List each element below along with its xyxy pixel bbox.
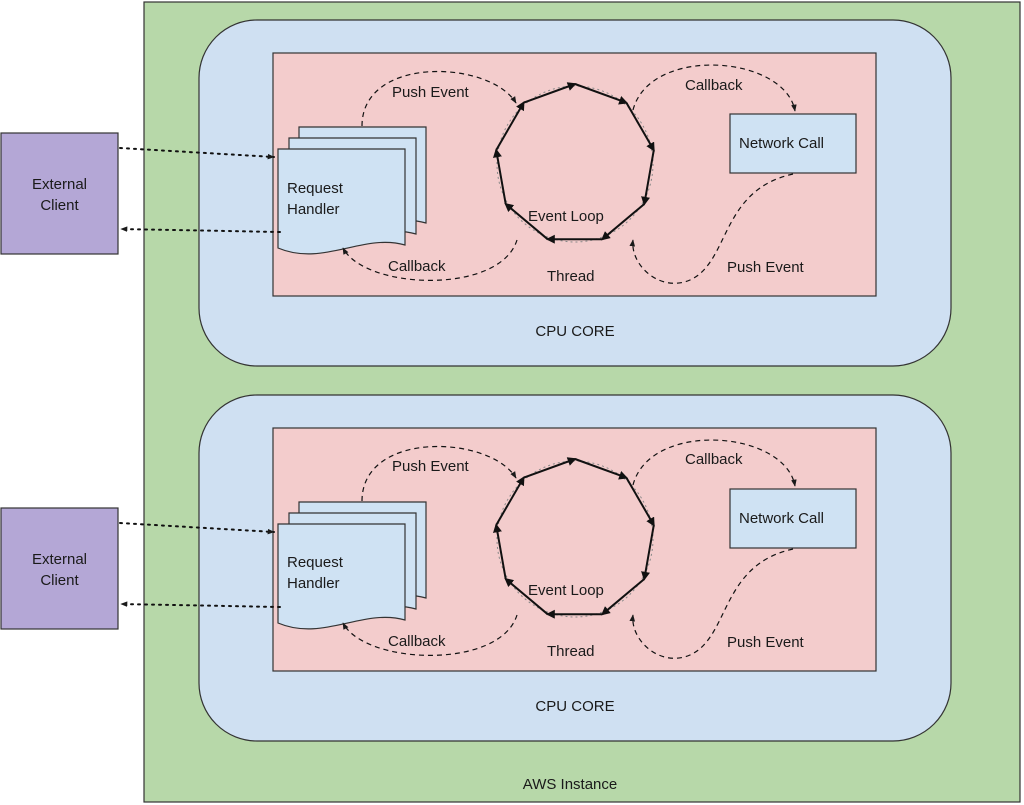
request-handler-label-line2: Handler bbox=[287, 201, 340, 218]
network-call-box bbox=[729, 113, 857, 174]
event-loop-arrow bbox=[574, 458, 629, 480]
event-loop-arrow bbox=[523, 457, 577, 479]
callback-arrow bbox=[342, 239, 518, 281]
request-handler-label-line2: Handler bbox=[287, 575, 340, 592]
thread-label: Thread bbox=[547, 268, 595, 285]
request-handler-label: Request Handler bbox=[287, 178, 343, 220]
external-client-label-line2: Client bbox=[40, 572, 79, 589]
callback-arrow bbox=[632, 439, 797, 487]
aws-instance-label: AWS Instance bbox=[522, 776, 618, 793]
push-event-label: Push Event bbox=[727, 259, 804, 276]
cpu-core-label: CPU CORE bbox=[535, 323, 615, 340]
request-arrow bbox=[119, 147, 275, 160]
request-arrow bbox=[119, 522, 275, 535]
event-loop-arrow bbox=[495, 476, 525, 526]
request-handler-label-line1: Request bbox=[287, 180, 343, 197]
response-arrow bbox=[120, 601, 281, 608]
external-client-box-1 bbox=[0, 132, 119, 255]
push-event-label: Push Event bbox=[392, 84, 469, 101]
callback-label: Callback bbox=[388, 258, 446, 275]
network-call-label: Network Call bbox=[739, 135, 825, 152]
external-client-label-line2: Client bbox=[40, 197, 79, 214]
request-handler-label: Request Handler bbox=[287, 552, 343, 594]
event-loop-arrow bbox=[493, 148, 507, 205]
event-loop-arrow bbox=[625, 477, 655, 527]
push-event-arrow bbox=[361, 445, 517, 502]
event-loop-arrow bbox=[601, 203, 645, 241]
request-handler-label-line1: Request bbox=[287, 554, 343, 571]
event-loop-arrow bbox=[574, 83, 629, 105]
event-loop-label: Event Loop bbox=[528, 582, 604, 599]
event-loop-arrow bbox=[495, 101, 525, 151]
external-client-label-line1: External bbox=[31, 551, 88, 568]
event-loop-label: Event Loop bbox=[528, 208, 604, 225]
event-loop-arrow bbox=[641, 149, 655, 206]
network-call-box bbox=[729, 488, 857, 549]
external-client-label-2: External Client bbox=[1, 549, 118, 591]
event-loop-arrow bbox=[523, 82, 577, 104]
event-loop-arrow bbox=[625, 102, 655, 152]
cpu-core-label: CPU CORE bbox=[535, 698, 615, 715]
external-client-label-line1: External bbox=[31, 176, 88, 193]
push-event-label: Push Event bbox=[727, 634, 804, 651]
event-loop-arrow bbox=[601, 578, 645, 616]
callback-label: Callback bbox=[685, 77, 743, 94]
event-loop-arrow bbox=[641, 524, 655, 581]
push-event-arrow bbox=[629, 548, 794, 659]
event-loop-arrow bbox=[493, 523, 507, 580]
push-event-label: Push Event bbox=[392, 458, 469, 475]
callback-arrow bbox=[632, 64, 797, 112]
event-loop-arrow bbox=[504, 577, 549, 615]
callback-label: Callback bbox=[685, 451, 743, 468]
push-event-arrow bbox=[629, 173, 794, 284]
event-loop-arrow bbox=[504, 202, 549, 240]
push-event-arrow bbox=[361, 70, 517, 127]
external-client-label-1: External Client bbox=[1, 174, 118, 216]
callback-arrow bbox=[342, 614, 518, 656]
thread-label: Thread bbox=[547, 643, 595, 660]
network-call-label: Network Call bbox=[739, 510, 825, 527]
callback-label: Callback bbox=[388, 633, 446, 650]
external-client-box-2 bbox=[0, 507, 119, 630]
response-arrow bbox=[120, 226, 281, 233]
